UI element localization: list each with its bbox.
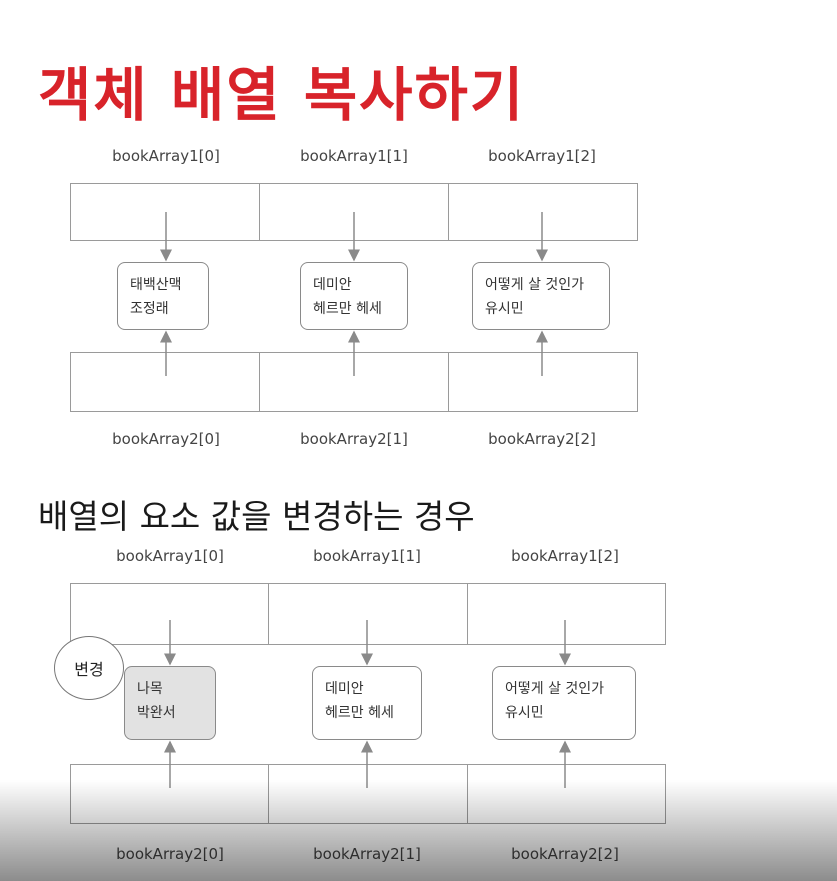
book-author: 유시민 [505,705,544,721]
book-object-0: 태백산맥 조정래 [117,262,209,330]
array1-index-0-label: bookArray1[0] [116,547,224,565]
book-object-2: 어떻게 살 것인가 유시민 [492,666,636,740]
book-object-1: 데미안 헤르만 헤세 [312,666,422,740]
book-object-0-changed: 나목 박완서 [124,666,216,740]
book-object-2: 어떻게 살 것인가 유시민 [472,262,610,330]
page-title: 객체 배열 복사하기 [38,61,526,129]
book-author: 유시민 [485,301,524,317]
book-author: 헤르만 헤세 [325,705,394,721]
array-cell [269,765,468,823]
array2-index-1-label: bookArray2[1] [313,845,421,863]
array2-index-0-label: bookArray2[0] [112,430,220,448]
array1-index-0-label: bookArray1[0] [112,147,220,165]
book-title: 데미안 [313,277,352,293]
array-cell [71,184,260,240]
book-object-1: 데미안 헤르만 헤세 [300,262,408,330]
array-cell [260,184,449,240]
array2-index-0-label: bookArray2[0] [116,845,224,863]
array-cell [71,584,270,644]
array-cell [260,353,449,411]
array2-index-1-label: bookArray2[1] [300,430,408,448]
array1-index-1-label: bookArray1[1] [300,147,408,165]
book-title: 나목 [137,681,163,697]
book-author: 박완서 [137,705,176,721]
changed-callout-bubble: 변경 [54,636,124,700]
array-cell [71,353,260,411]
book-author: 헤르만 헤세 [313,301,382,317]
array1-index-2-label: bookArray1[2] [488,147,596,165]
array1-index-2-label: bookArray1[2] [511,547,619,565]
array-cell [71,765,270,823]
book-title: 데미안 [325,681,364,697]
array1-index-1-label: bookArray1[1] [313,547,421,565]
array2-index-2-label: bookArray2[2] [511,845,619,863]
book-title: 태백산맥 [130,277,182,293]
changed-callout-label: 변경 [74,660,104,679]
array2-index-2-label: bookArray2[2] [488,430,596,448]
book-author: 조정래 [130,301,169,317]
array-cell [269,584,468,644]
book-title: 어떻게 살 것인가 [505,681,605,697]
section-subtitle: 배열의 요소 값을 변경하는 경우 [38,497,475,536]
book-title: 어떻게 살 것인가 [485,277,585,293]
